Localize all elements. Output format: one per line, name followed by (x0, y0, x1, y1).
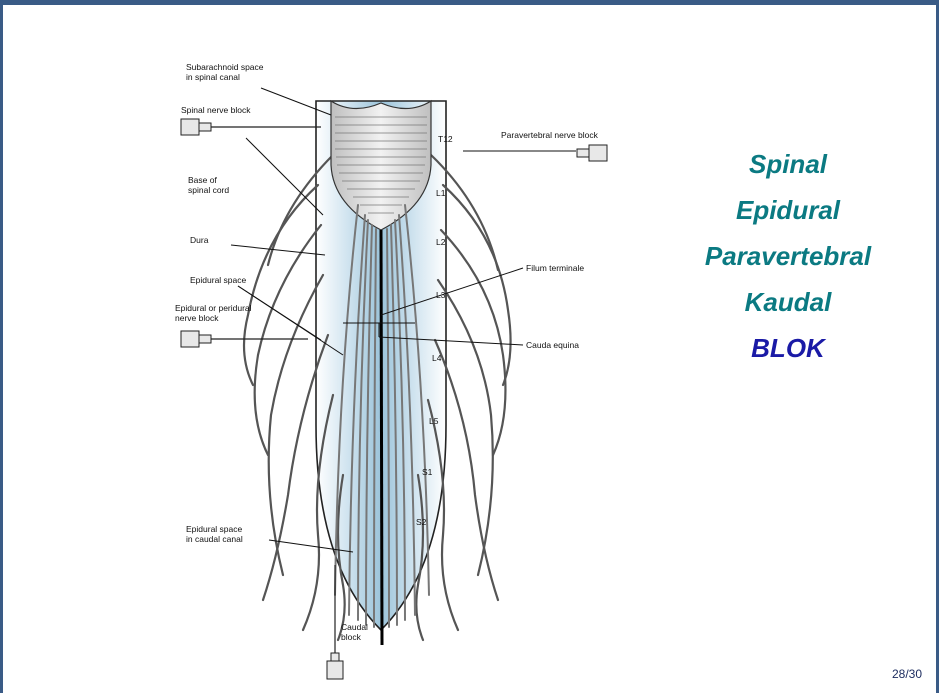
title-kaudal: Kaudal (663, 279, 913, 325)
label-base-of-cord: Base of (188, 175, 217, 185)
needle-paravertebral (577, 145, 607, 161)
label-caudal-space: Epidural space (186, 524, 243, 534)
title-blok: BLOK (663, 325, 913, 371)
level-l5: L5 (429, 416, 439, 426)
label-epidural-block-2: nerve block (175, 313, 219, 323)
filum-terminale (381, 230, 382, 645)
label-caudal-block: Caudal (341, 622, 368, 632)
spinal-anatomy-diagram: Subarachnoid space in spinal canal Spina… (153, 55, 633, 685)
label-subarachnoid: Subarachnoid space (186, 62, 264, 72)
level-l2: L2 (436, 237, 446, 247)
label-caudal-space-2: in caudal canal (186, 534, 243, 544)
level-s1: S1 (422, 467, 433, 477)
spinal-anatomy-svg: Subarachnoid space in spinal canal Spina… (153, 55, 633, 685)
label-spinal-nerve-block: Spinal nerve block (181, 105, 251, 115)
label-epidural-block: Epidural or peridural (175, 303, 252, 313)
label-filum-terminale: Filum terminale (526, 263, 584, 273)
needle-spinal (181, 119, 321, 135)
label-paravertebral: Paravertebral nerve block (501, 130, 599, 140)
block-types-list: Spinal Epidural Paravertebral Kaudal BLO… (663, 141, 913, 371)
label-cauda-equina: Cauda equina (526, 340, 579, 350)
level-t12: T12 (438, 134, 453, 144)
title-epidural: Epidural (663, 187, 913, 233)
level-s2: S2 (416, 517, 427, 527)
level-l3: L3 (436, 290, 446, 300)
label-subarachnoid-2: in spinal canal (186, 72, 240, 82)
level-l4: L4 (432, 353, 442, 363)
title-paravertebral: Paravertebral (663, 233, 913, 279)
page-number: 28/30 (892, 667, 922, 681)
title-spinal: Spinal (663, 141, 913, 187)
label-caudal-block-2: block (341, 632, 362, 642)
label-base-of-cord-2: spinal cord (188, 185, 229, 195)
label-dura: Dura (190, 235, 209, 245)
label-epidural-space: Epidural space (190, 275, 247, 285)
level-l1: L1 (436, 188, 446, 198)
